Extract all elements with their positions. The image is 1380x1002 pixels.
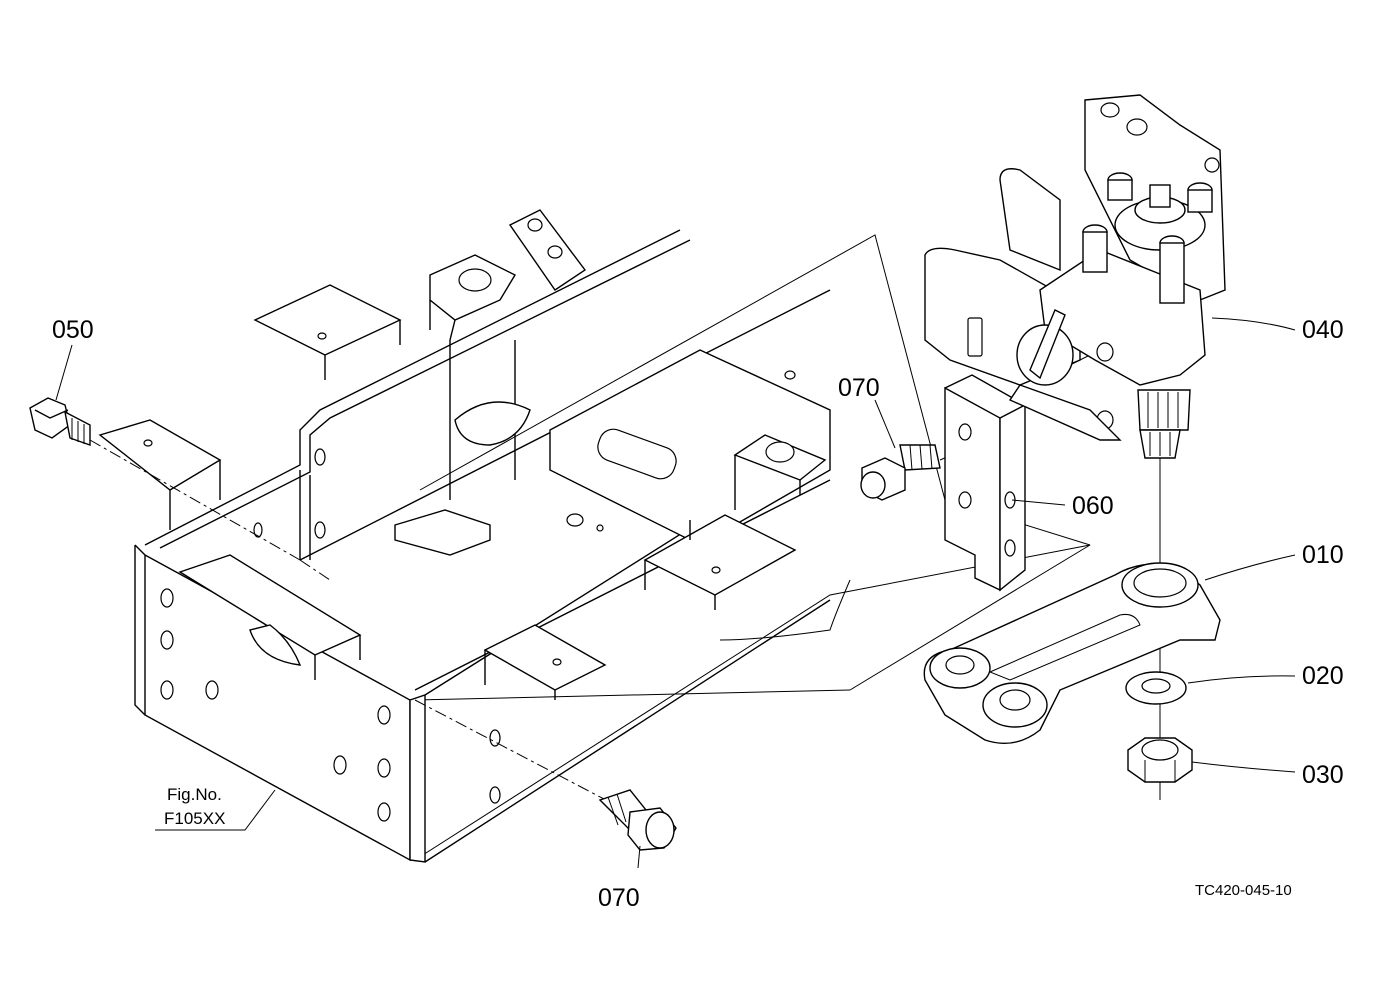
diagram-code: TC420-045-10 (1195, 882, 1292, 899)
label-030: 030 (1302, 761, 1344, 789)
label-050: 050 (52, 316, 94, 344)
part-020-washer (1125, 671, 1187, 705)
part-070-lower-bolt (598, 789, 677, 851)
part-010-steering-arm (923, 562, 1221, 744)
part-050-bolt (29, 397, 91, 446)
figure-ref-line1: Fig.No. (167, 785, 222, 804)
label-leaders (55, 317, 1296, 869)
label-020: 020 (1302, 662, 1344, 690)
label-060: 060 (1072, 492, 1114, 520)
label-070-upper: 070 (838, 374, 880, 402)
label-070-lower: 070 (598, 884, 640, 912)
part-060-bracket (944, 374, 1026, 592)
part-040-valve-assembly (924, 94, 1226, 459)
part-070-upper-bolt (860, 444, 941, 501)
label-040: 040 (1302, 316, 1344, 344)
main-frame (98, 209, 851, 863)
label-010: 010 (1302, 541, 1344, 569)
figure-ref-line2: F105XX (164, 809, 225, 828)
part-030-nut (1127, 737, 1193, 783)
